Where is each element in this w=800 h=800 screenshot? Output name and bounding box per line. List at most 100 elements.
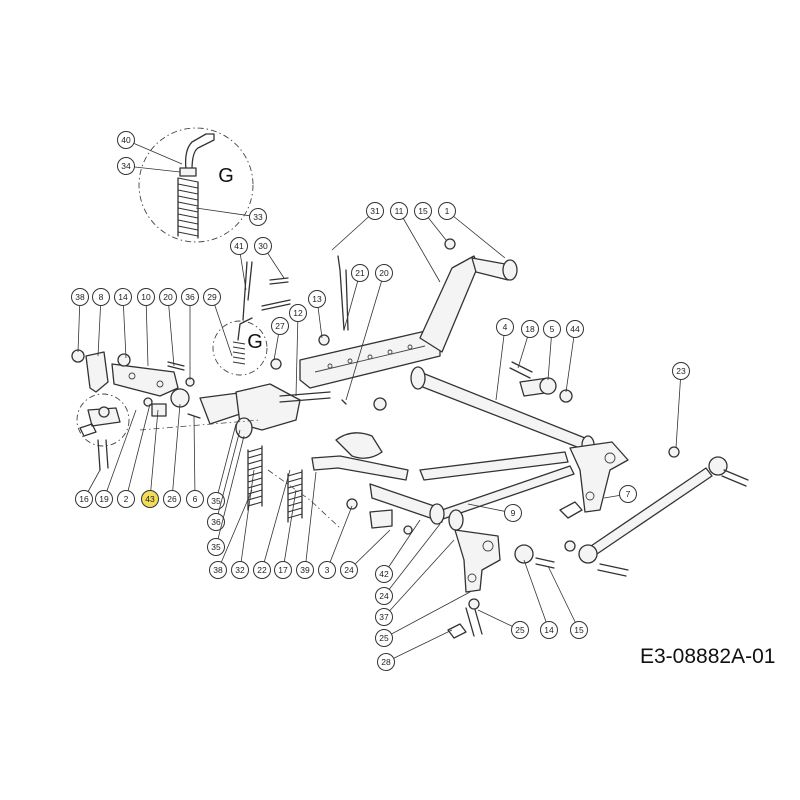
callout-leader: [103, 409, 137, 500]
callout-bubble: [375, 264, 393, 282]
callout-bubble: [511, 621, 529, 639]
nut-2: [143, 397, 153, 407]
link-bar-9: [419, 451, 569, 481]
callout-leader: [383, 523, 441, 597]
callout-number: 41: [234, 241, 244, 251]
callout-leader: [171, 403, 181, 500]
callout-leader: [565, 328, 576, 393]
spring-coils-small: [232, 341, 246, 365]
callout-11: 11: [390, 202, 441, 283]
callout-number: 2: [124, 494, 129, 504]
axis-line-1: [139, 419, 261, 431]
clip-27: [270, 358, 282, 370]
callout-number: 21: [355, 268, 365, 278]
callout-37: 37: [375, 539, 455, 626]
callout-bubble: [540, 621, 558, 639]
callout-bubble: [95, 490, 113, 508]
callout-14: 14: [114, 288, 132, 359]
spring-coils-g: [177, 177, 199, 237]
callout-bubble: [117, 157, 135, 175]
callout-10: 10: [137, 288, 155, 367]
callout-number: 12: [293, 308, 303, 318]
callout-20: 20: [345, 264, 393, 401]
callout-bubble: [308, 290, 326, 308]
callout-bubble: [438, 202, 456, 220]
callout-leader: [495, 326, 506, 401]
callout-bubble: [92, 288, 110, 306]
callout-leader: [326, 505, 353, 571]
callout-number: 39: [300, 565, 310, 575]
callout-number: 25: [379, 633, 389, 643]
bushing-36: [235, 417, 253, 439]
callout-35: 35: [207, 435, 245, 556]
callout-number: 38: [213, 565, 223, 575]
callout-bubble: [207, 513, 225, 531]
callout-bubble: [390, 202, 408, 220]
callout-12: 12: [289, 304, 307, 397]
callout-number: 1: [445, 206, 450, 216]
callout-7: 7: [603, 485, 637, 503]
clip-28: [447, 623, 467, 639]
callout-bubble: [366, 202, 384, 220]
callout-number: 34: [121, 161, 131, 171]
callout-number: 36: [185, 292, 195, 302]
cross-link: [311, 455, 409, 481]
detail-g-small: [212, 317, 268, 376]
callout-bubble: [254, 237, 272, 255]
detail-label-g: G: [218, 165, 234, 187]
callout-leader: [217, 489, 253, 571]
callout-43: 43: [141, 409, 159, 508]
cable-wire: [242, 261, 253, 321]
callout-bubble: [114, 288, 132, 306]
callout-bubble: [375, 587, 393, 605]
callout-bubble: [71, 288, 89, 306]
callout-25: 25: [477, 609, 529, 639]
callout-bubble: [504, 504, 522, 522]
bracket-7: [559, 441, 629, 519]
callout-4: 4: [495, 318, 514, 401]
cable-nut: [179, 167, 197, 177]
pin-20: [167, 361, 185, 371]
callout-number: 24: [379, 591, 389, 601]
callout-15: 15: [414, 202, 447, 241]
callout-leader: [383, 591, 471, 639]
callout-bubble: [137, 288, 155, 306]
callout-27: 27: [271, 317, 289, 361]
callout-leader: [167, 296, 175, 367]
callout-28: 28: [377, 629, 453, 671]
callout-leader: [125, 403, 151, 500]
handle-bolt-15: [444, 238, 456, 250]
cross-shaft-4: [410, 361, 595, 455]
callout-number: 38: [75, 292, 85, 302]
callout-leader: [239, 469, 255, 571]
callout-leader: [125, 165, 181, 173]
callout-leader: [675, 370, 682, 449]
callout-leader: [193, 415, 196, 500]
spring-outline-g: [177, 177, 199, 239]
washer-5: [539, 377, 557, 395]
callout-6: 6: [186, 415, 204, 508]
callout-21: 21: [343, 264, 369, 331]
callout-number: 24: [344, 565, 354, 575]
callout-40: 40: [117, 131, 183, 165]
callout-number: 20: [163, 292, 173, 302]
shaft-tube: [414, 369, 591, 453]
callout-bubble: [159, 288, 177, 306]
callout-number: 43: [145, 494, 155, 504]
callout-bubble: [570, 621, 588, 639]
callout-number: 14: [118, 292, 128, 302]
callout-leader: [215, 429, 241, 523]
nut-rod: [564, 540, 576, 552]
callout-number: 14: [544, 625, 554, 635]
callout-number: 28: [381, 657, 391, 667]
callout-2: 2: [117, 403, 151, 508]
callout-number: 30: [258, 241, 268, 251]
handle-end: [502, 259, 518, 281]
callout-bubble: [271, 317, 289, 335]
bolt-15: [535, 557, 555, 569]
clip-7: [559, 501, 583, 519]
callout-bubble: [414, 202, 432, 220]
pin-rod-41: [261, 299, 291, 311]
callout-bubble: [375, 565, 393, 583]
callout-leader: [195, 207, 259, 218]
